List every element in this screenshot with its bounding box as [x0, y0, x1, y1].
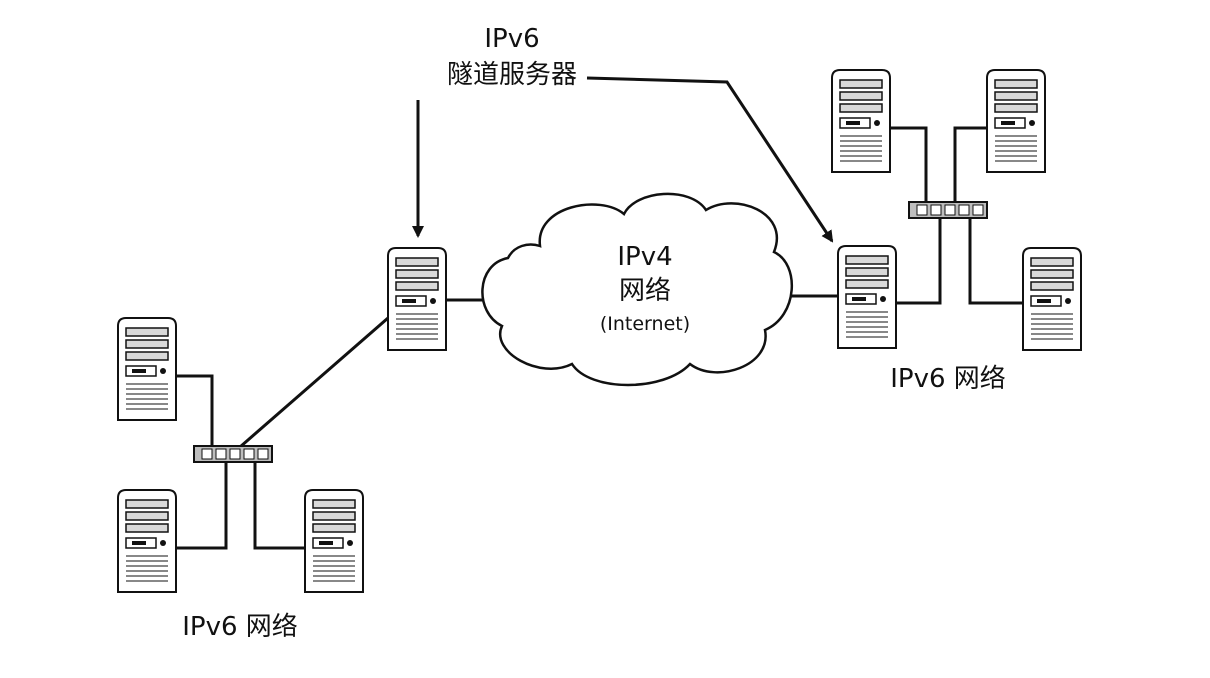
cloud-label-line1: IPv4: [617, 242, 673, 272]
tunnel-server-label-line2: 隧道服务器: [446, 60, 577, 90]
tunnel-server-icon: [387, 247, 447, 351]
ipv4-cloud: [481, 192, 794, 387]
right-network-server-top-right-icon: [986, 69, 1046, 173]
link-right-server-top-right: [953, 126, 987, 203]
right-network-server-top-left-icon: [831, 69, 891, 173]
cloud-label-line2: 网络: [618, 276, 671, 306]
network-links: [176, 126, 1023, 550]
link-right-server-bottom: [968, 218, 1023, 305]
hub-left: [193, 445, 273, 463]
link-left-server-bottom-right: [253, 459, 305, 550]
tunnel-server-right-icon: [837, 245, 897, 349]
right-network-server-bottom-icon: [1022, 247, 1082, 351]
link-right-router-to-hub: [896, 218, 942, 305]
right-network-label: IPv6 网络: [890, 364, 1006, 394]
cloud-label-line3: (Internet): [599, 313, 691, 335]
left-network-server-bottom-left-icon: [117, 489, 177, 593]
left-network-server-top-icon: [117, 317, 177, 421]
left-network-label: IPv6 网络: [182, 612, 298, 642]
link-right-server-top-left: [890, 126, 928, 203]
annotation-arrows: [412, 76, 834, 243]
hub-right: [908, 201, 988, 219]
tunnel-server-label-line1: IPv6: [484, 24, 540, 54]
link-left-hub-to-tunnel-server: [239, 316, 389, 449]
link-left-server-top: [176, 374, 214, 447]
left-network-server-bottom-right-icon: [304, 489, 364, 593]
arrow-to-tunnel-server-right: [586, 76, 834, 243]
link-left-server-bottom-left: [176, 459, 228, 550]
